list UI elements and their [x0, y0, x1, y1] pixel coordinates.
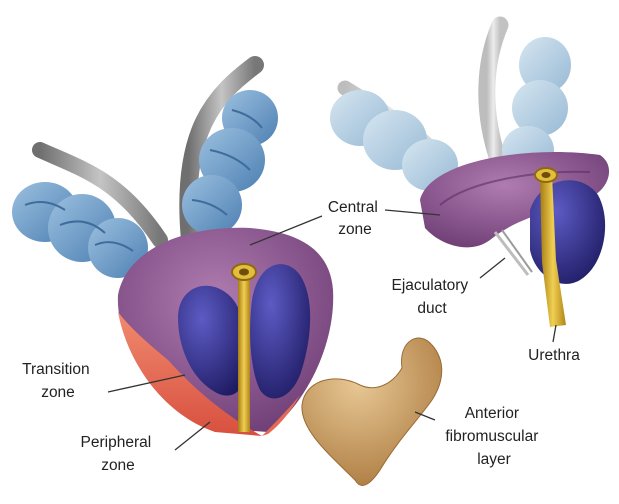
- label-transition-zone: Transition zone: [22, 361, 94, 401]
- label-ejaculatory-duct: Ejaculatory duct: [392, 277, 473, 317]
- left-prostate: [12, 65, 333, 436]
- leader-ejaculatory: [480, 258, 505, 278]
- label-urethra: Urethra: [528, 347, 580, 364]
- vas-deferens-faded-right: [487, 25, 500, 165]
- label-peripheral-zone: Peripheral zone: [81, 434, 156, 474]
- anterior-fibromuscular-layer: [302, 338, 442, 485]
- label-central-zone: Central zone: [328, 199, 382, 238]
- leader-urethra: [553, 325, 556, 342]
- ejaculatory-duct: [495, 232, 528, 275]
- label-anterior-fibromuscular-layer: Anterior fibromuscular layer: [445, 405, 542, 468]
- urethra-left: [238, 272, 250, 432]
- leader-peripheral: [175, 422, 210, 450]
- seminal-vesicle-faded-left: [330, 90, 458, 191]
